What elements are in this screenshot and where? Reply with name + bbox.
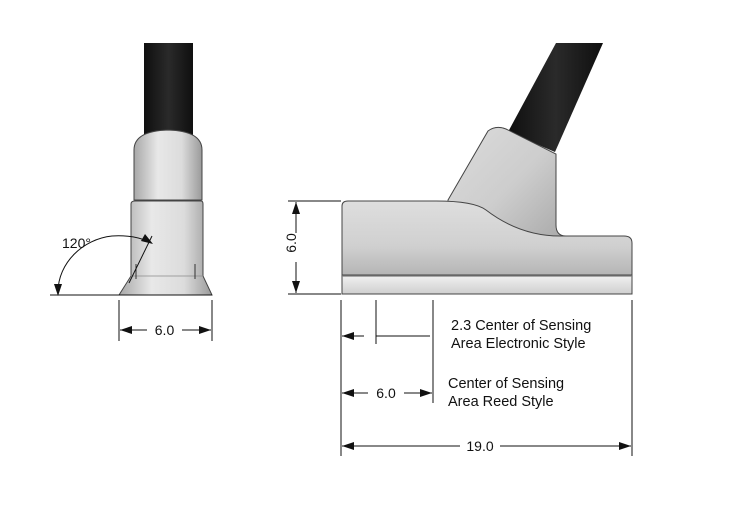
- reed-arrow-left: [342, 389, 354, 397]
- side-width-arrow-left: [120, 326, 132, 334]
- electronic-arrow: [342, 332, 354, 340]
- electronic-note-line2: Area Electronic Style: [451, 336, 586, 352]
- angle-arc: [57, 235, 151, 293]
- reed-note-line1: Center of Sensing: [448, 376, 564, 392]
- reed-note-line2: Area Reed Style: [448, 394, 554, 410]
- height-arrow-top: [292, 202, 300, 214]
- electronic-sensing-dimension: 2.3 Center of Sensing Area Electronic St…: [340, 300, 591, 456]
- overall-length-dimension: 19.0: [342, 300, 633, 456]
- height-label: 6.0: [283, 233, 299, 253]
- end-view: [118, 43, 213, 296]
- side-width-dimension: 6.0: [118, 300, 213, 341]
- angle-arrow-top: [141, 234, 153, 244]
- height-dimension: 6.0: [283, 200, 341, 295]
- electronic-offset-label: 2.3 Center of Sensing: [451, 318, 591, 334]
- angle-chamfer-line: [128, 235, 153, 284]
- side-width-label: 6.0: [155, 322, 175, 338]
- end-view-body: [118, 200, 213, 296]
- angle-label: 120°: [62, 235, 91, 251]
- overall-arrow-right: [619, 442, 631, 450]
- side-view: [341, 43, 633, 295]
- side-view-base: [341, 274, 633, 295]
- side-view-cable: [508, 43, 603, 152]
- height-arrow-bottom: [292, 281, 300, 293]
- end-view-cable-boot: [133, 129, 203, 201]
- end-view-cable: [144, 43, 193, 138]
- overall-length-label: 19.0: [466, 438, 493, 454]
- side-view-body: [341, 200, 633, 277]
- reed-arrow-right: [420, 389, 432, 397]
- overall-arrow-left: [342, 442, 354, 450]
- reed-offset-label: 6.0: [376, 385, 396, 401]
- angle-annotation: 120°: [50, 234, 212, 296]
- reed-sensing-dimension: 6.0 Center of Sensing Area Reed Style: [342, 300, 564, 410]
- angle-arrow-bottom: [54, 284, 62, 296]
- side-width-arrow-right: [199, 326, 211, 334]
